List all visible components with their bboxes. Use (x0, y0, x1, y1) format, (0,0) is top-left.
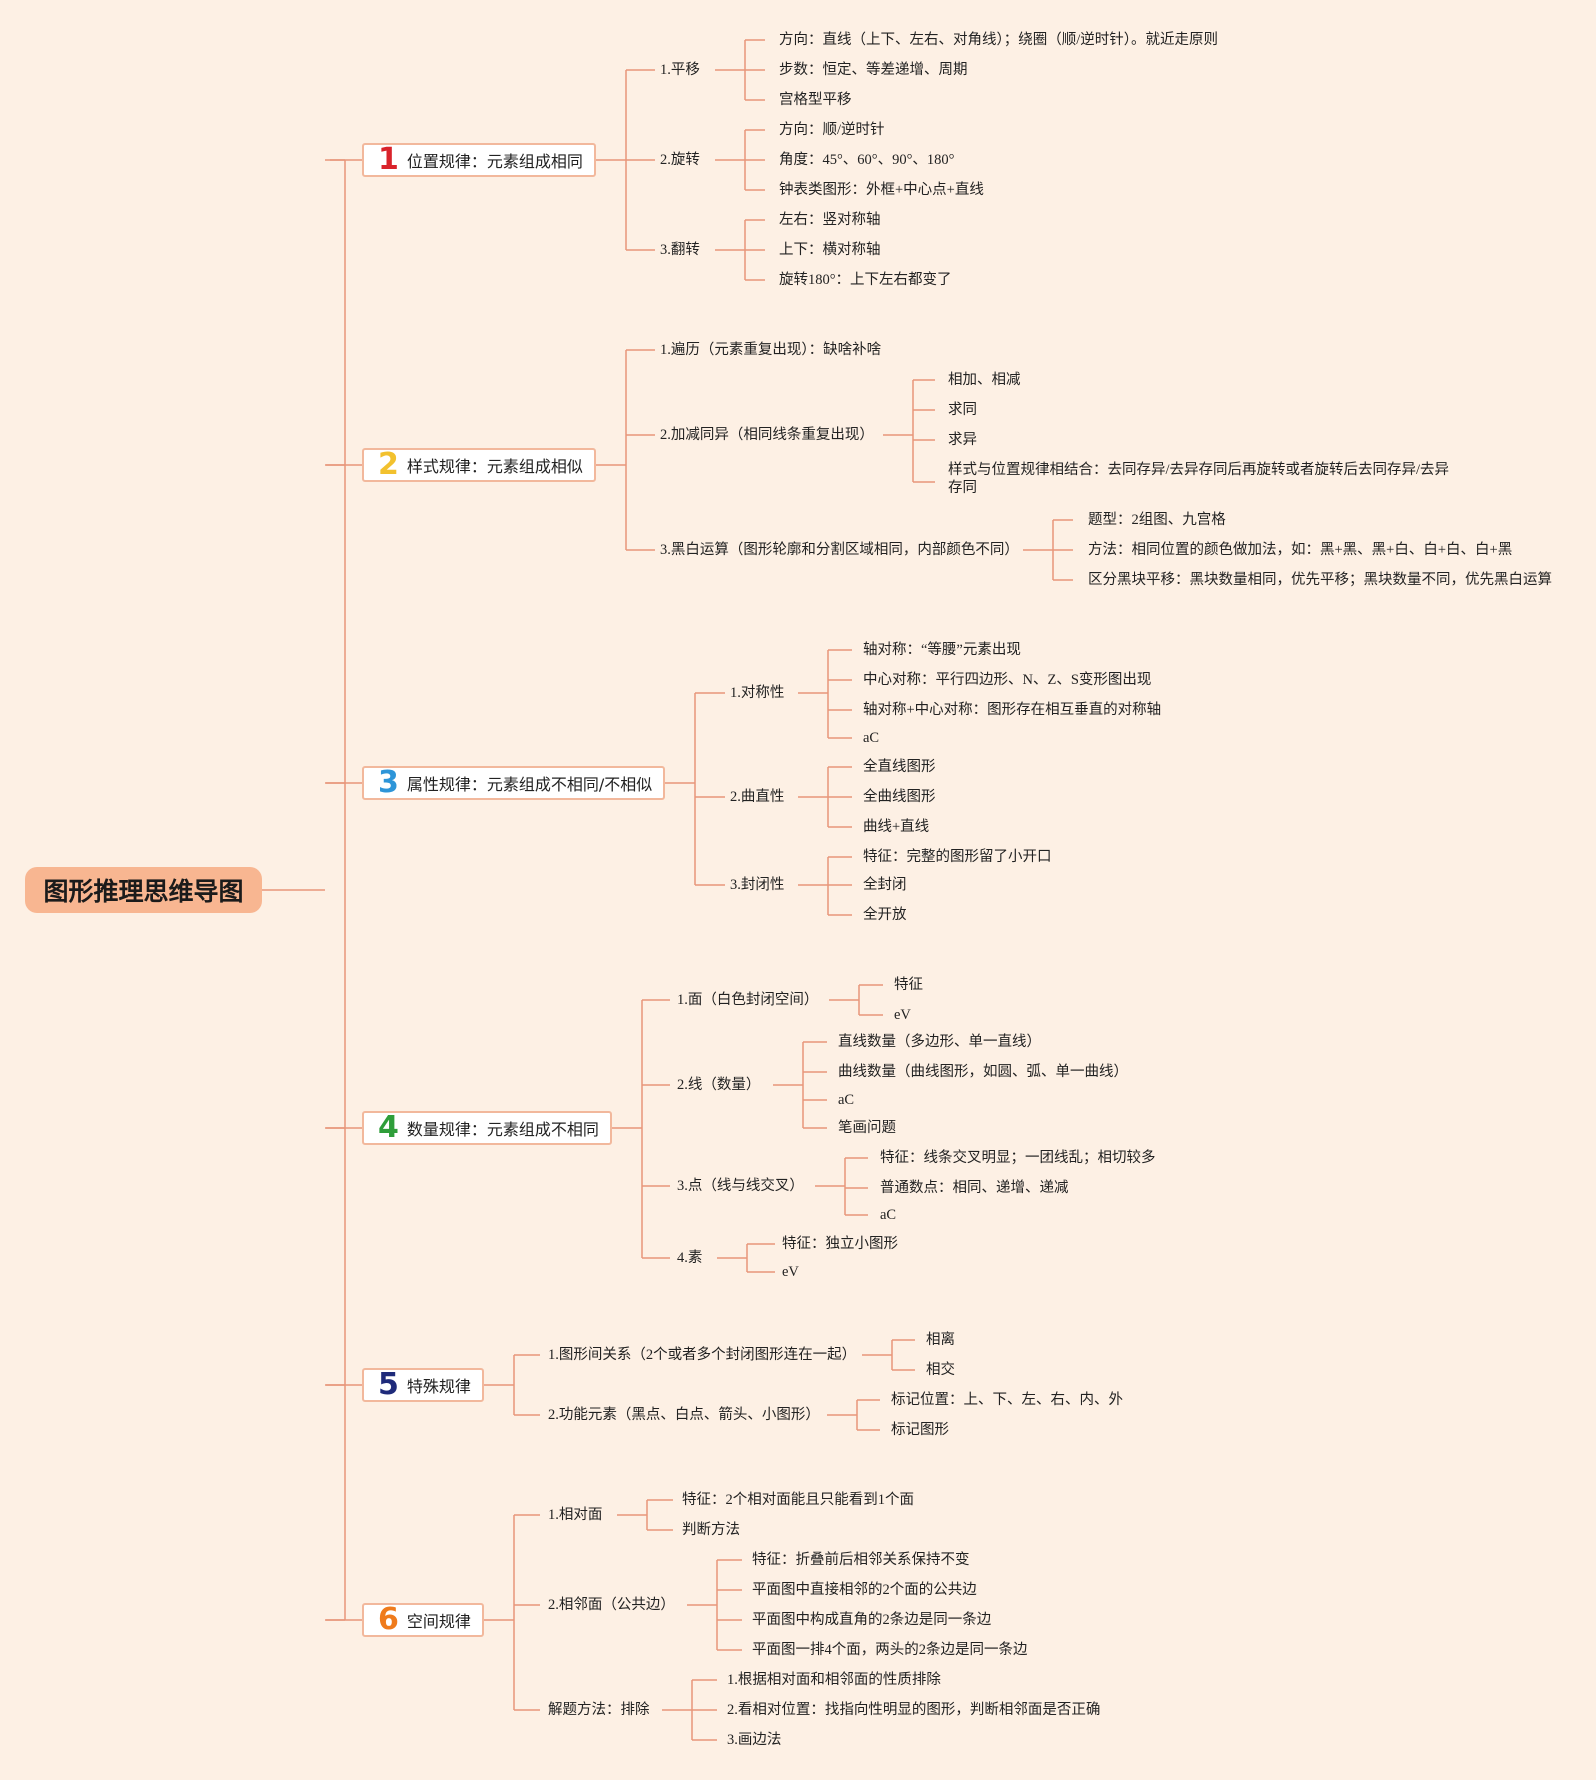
leaf: aC (838, 1092, 855, 1108)
leaf: 直线数量（多边形、单一直线） (838, 1034, 1041, 1050)
leaf: 特征：独立小图形 (782, 1236, 898, 1252)
leaf: 曲线数量（曲线图形，如圆、弧、单一曲线） (838, 1064, 1128, 1080)
leaf: 特征：完整的图形留了小开口 (863, 849, 1052, 865)
leaf: 标记位置：上、下、左、右、内、外 (891, 1392, 1123, 1408)
leaf: 平面图中构成直角的2条边是同一条边 (752, 1612, 992, 1628)
node-adjacent-faces[interactable]: 2.相邻面（公共边） (548, 1597, 675, 1613)
number-2-icon: 2 (378, 447, 399, 482)
category-label: 特殊规律 (406, 1377, 471, 1396)
leaf: 1.根据相对面和相邻面的性质排除 (727, 1672, 941, 1688)
node-element[interactable]: 4.素 (677, 1250, 703, 1266)
category-label: 属性规律：元素组成不相同/不相似 (406, 775, 653, 794)
category-label: 样式规律：元素组成相似 (406, 457, 583, 476)
leaf: 特征：2个相对面能且只能看到1个面 (682, 1492, 914, 1508)
leaf: 2.看相对位置：找指向性明显的图形，判断相邻面是否正确 (727, 1702, 1101, 1718)
leaf: 方向：直线（上下、左右、对角线）；绕圈（顺/逆时针）。就近走原则 (779, 32, 1219, 48)
leaf: eV (782, 1264, 799, 1280)
leaf: 求异 (948, 432, 977, 448)
number-3-icon: 3 (378, 765, 399, 800)
leaf: 平面图一排4个面，两头的2条边是同一条边 (752, 1642, 1028, 1658)
node-add-subtract[interactable]: 2.加减同异（相同线条重复出现） (660, 427, 874, 443)
node-functional[interactable]: 2.功能元素（黑点、白点、箭头、小图形） (548, 1407, 820, 1423)
leaf: 相交 (926, 1362, 955, 1378)
leaf: 旋转180°：上下左右都变了 (779, 272, 952, 288)
leaf: eV (894, 1007, 911, 1023)
category-quantity[interactable]: 4 数量规律：元素组成不相同 (362, 1111, 612, 1145)
leaf: 曲线+直线 (863, 819, 930, 835)
leaf: 上下：横对称轴 (779, 242, 881, 258)
category-label: 数量规律：元素组成不相同 (406, 1120, 599, 1139)
leaf: 中心对称：平行四边形、N、Z、S变形图出现 (863, 672, 1152, 688)
leaf: 普通数点：相同、递增、递减 (880, 1180, 1069, 1196)
leaf: aC (880, 1207, 897, 1223)
leaf: 特征：折叠前后相邻关系保持不变 (752, 1552, 970, 1568)
leaf: 宫格型平移 (779, 92, 852, 108)
leaf: 平面图中直接相邻的2个面的公共边 (752, 1582, 977, 1598)
node-traverse[interactable]: 1.遍历（元素重复出现）：缺啥补啥 (660, 342, 882, 358)
leaf: 特征 (894, 977, 923, 993)
category-spatial[interactable]: 6 空间规律 (362, 1603, 484, 1637)
node-opposite-faces[interactable]: 1.相对面 (548, 1507, 603, 1523)
category-style[interactable]: 2 样式规律：元素组成相似 (362, 448, 596, 482)
leaf: 左右：竖对称轴 (779, 212, 881, 228)
leaf: 全开放 (863, 907, 907, 923)
leaf: 轴对称+中心对称：图形存在相互垂直的对称轴 (863, 702, 1162, 718)
leaf: 相离 (926, 1332, 955, 1348)
node-face[interactable]: 1.面（白色封闭空间） (677, 992, 819, 1008)
leaf: 题型：2组图、九宫格 (1088, 512, 1226, 528)
node-curvature[interactable]: 2.曲直性 (730, 789, 785, 805)
leaf: 全直线图形 (863, 759, 936, 775)
leaf: 标记图形 (891, 1422, 949, 1438)
leaf: 钟表类图形：外框+中心点+直线 (779, 182, 984, 198)
leaf: 样式与位置规律相结合：去同存异/去异存同后再旋转或者旋转后去同存异/去异存同 (948, 462, 1450, 496)
number-1-icon: 1 (378, 142, 399, 177)
category-label: 空间规律 (406, 1612, 471, 1631)
root-title[interactable]: 图形推理思维导图 (25, 867, 262, 913)
leaf: 方法：相同位置的颜色做加法，如：黑+黑、黑+白、白+白、白+黑 (1088, 542, 1513, 558)
category-position[interactable]: 1 位置规律：元素组成相同 (362, 143, 596, 177)
node-flip[interactable]: 3.翻转 (660, 242, 700, 258)
leaf: 步数：恒定、等差递增、周期 (779, 62, 968, 78)
leaf: 求同 (948, 402, 977, 418)
number-6-icon: 6 (378, 1602, 399, 1637)
category-label: 位置规律：元素组成相同 (406, 152, 583, 171)
node-solving-method[interactable]: 解题方法：排除 (548, 1702, 650, 1718)
leaf: 角度：45°、60°、90°、180° (779, 152, 955, 168)
leaf: 轴对称：“等腰”元素出现 (863, 642, 1021, 658)
leaf: 区分黑块平移：黑块数量相同，优先平移；黑块数量不同，优先黑白运算 (1088, 572, 1552, 588)
leaf: 全封闭 (863, 877, 907, 893)
number-4-icon: 4 (378, 1110, 399, 1145)
leaf: 方向：顺/逆时针 (779, 122, 885, 138)
category-special[interactable]: 5 特殊规律 (362, 1368, 484, 1402)
node-relationship[interactable]: 1.图形间关系（2个或者多个封闭图形连在一起） (548, 1347, 857, 1363)
node-closure[interactable]: 3.封闭性 (730, 877, 785, 893)
number-5-icon: 5 (378, 1367, 399, 1402)
node-point[interactable]: 3.点（线与线交叉） (677, 1178, 804, 1194)
node-black-white[interactable]: 3.黑白运算（图形轮廓和分割区域相同，内部颜色不同） (660, 542, 1019, 558)
category-attribute[interactable]: 3 属性规律：元素组成不相同/不相似 (362, 766, 665, 800)
leaf: 相加、相减 (948, 372, 1021, 388)
leaf: 3.画边法 (727, 1732, 782, 1748)
node-translation[interactable]: 1.平移 (660, 62, 700, 78)
leaf: 判断方法 (682, 1522, 740, 1538)
node-rotation[interactable]: 2.旋转 (660, 152, 700, 168)
leaf: 特征：线条交叉明显；一团线乱；相切较多 (880, 1150, 1156, 1166)
leaf: 笔画问题 (838, 1120, 896, 1136)
leaf: aC (863, 730, 880, 746)
leaf: 全曲线图形 (863, 789, 936, 805)
node-line[interactable]: 2.线（数量） (677, 1077, 761, 1093)
node-symmetry[interactable]: 1.对称性 (730, 685, 785, 701)
